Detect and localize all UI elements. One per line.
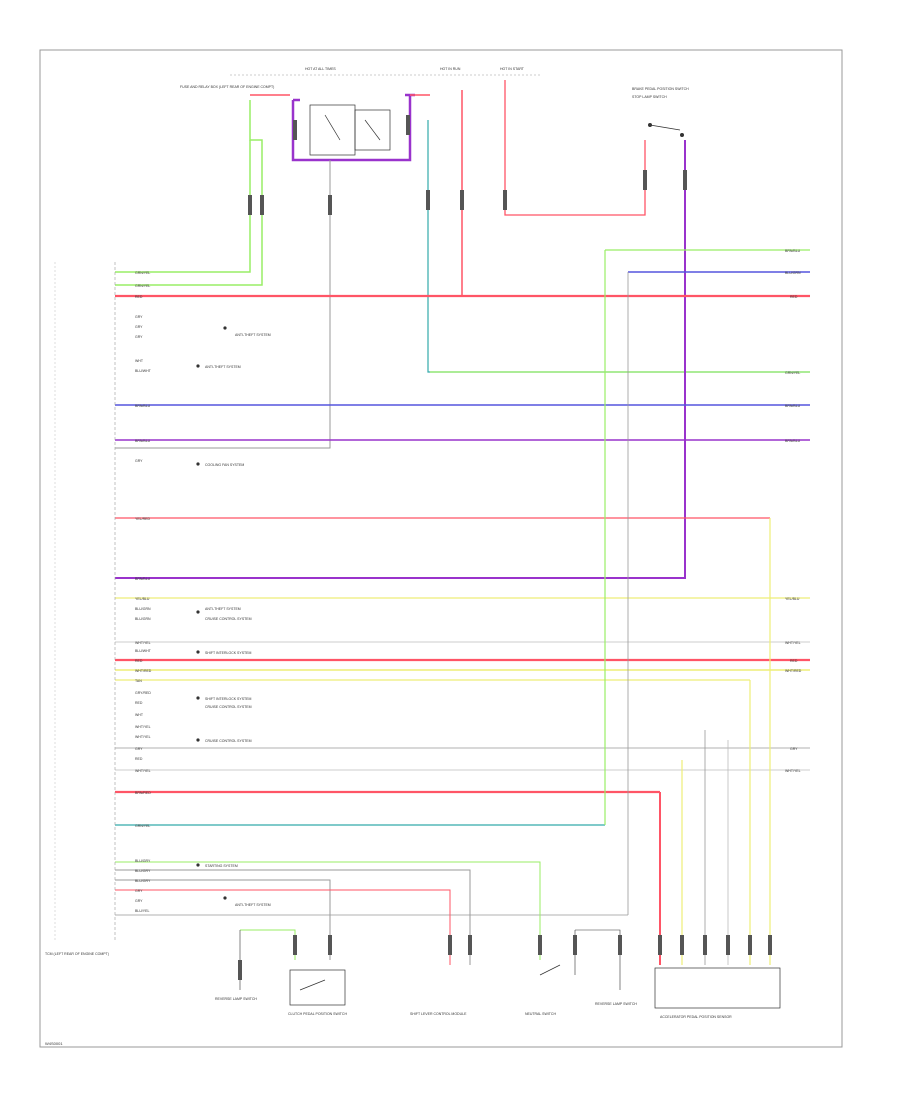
svg-text:REVERSE LAMP SWITCH: REVERSE LAMP SWITCH (595, 1002, 637, 1006)
svg-text:ACCELERATOR PEDAL POSITION SEN: ACCELERATOR PEDAL POSITION SENSOR (660, 1015, 732, 1019)
svg-text:BRN/BLU: BRN/BLU (135, 577, 151, 581)
svg-text:GRY/RED: GRY/RED (135, 691, 151, 695)
svg-text:WHT/YEL: WHT/YEL (135, 769, 151, 773)
svg-text:SHIFT LEVER CONTROL MODULE: SHIFT LEVER CONTROL MODULE (410, 1012, 467, 1016)
svg-text:BRN/BLU: BRN/BLU (785, 404, 801, 408)
svg-text:BLU/WHT: BLU/WHT (135, 369, 152, 373)
svg-text:RED: RED (135, 757, 143, 761)
svg-text:ANTI-THEFT SYSTEM: ANTI-THEFT SYSTEM (235, 903, 271, 907)
svg-text:BLU/GRY: BLU/GRY (135, 859, 151, 863)
svg-text:GRY: GRY (135, 325, 143, 329)
svg-text:BLU/GRY: BLU/GRY (135, 879, 151, 883)
right-component-2: STOP LAMP SWITCH (632, 95, 667, 99)
bottom-component-labels: REVERSE LAMP SWITCH CLUTCH PEDAL POSITIO… (215, 997, 732, 1019)
svg-text:WHT/RED: WHT/RED (135, 669, 152, 673)
fuse-box-label: FUSE AND RELAY BOX (LEFT REAR OF ENGINE … (180, 85, 274, 89)
svg-text:GRY: GRY (135, 459, 143, 463)
svg-text:BRN/BLU: BRN/BLU (785, 439, 801, 443)
svg-text:BLU/YEL: BLU/YEL (135, 909, 149, 913)
svg-text:RED: RED (135, 295, 143, 299)
svg-text:SHIFT INTERLOCK SYSTEM: SHIFT INTERLOCK SYSTEM (205, 651, 251, 655)
svg-text:BRN/BLU: BRN/BLU (135, 439, 151, 443)
left-wire-labels: GRN/YEL GRN/YEL RED GRY GRY GRY WHT BLU/… (135, 271, 152, 913)
svg-text:WHT/YEL: WHT/YEL (135, 725, 151, 729)
footer-id: W4S0001 (45, 1041, 63, 1046)
svg-text:CRUISE CONTROL SYSTEM: CRUISE CONTROL SYSTEM (205, 617, 252, 621)
svg-text:GRY: GRY (135, 889, 143, 893)
svg-text:WHT/YEL: WHT/YEL (135, 735, 151, 739)
svg-text:CLUTCH PEDAL POSITION SWITCH: CLUTCH PEDAL POSITION SWITCH (288, 1012, 347, 1016)
accelerator-sensor-box (654, 967, 781, 1009)
svg-text:CRUISE CONTROL SYSTEM: CRUISE CONTROL SYSTEM (205, 739, 252, 743)
svg-text:WHT/YEL: WHT/YEL (785, 769, 801, 773)
svg-text:BRN/BLU: BRN/BLU (785, 249, 801, 253)
svg-text:GRY: GRY (135, 899, 143, 903)
svg-text:YEL/BLU: YEL/BLU (135, 597, 150, 601)
svg-text:BRN/BLU: BRN/BLU (135, 404, 151, 408)
fuse-relay-box (230, 74, 540, 162)
svg-text:CRUISE CONTROL SYSTEM: CRUISE CONTROL SYSTEM (205, 705, 252, 709)
svg-text:GRY: GRY (135, 747, 143, 751)
svg-text:RED: RED (135, 659, 143, 663)
hot-run-label: HOT IN RUN (440, 67, 461, 71)
svg-text:RED: RED (790, 295, 798, 299)
svg-text:BLU/GRY: BLU/GRY (135, 869, 151, 873)
svg-text:WHT/YEL: WHT/YEL (135, 641, 151, 645)
svg-text:GRY: GRY (135, 315, 143, 319)
brake-switch (648, 123, 684, 137)
svg-text:TAN: TAN (135, 679, 142, 683)
svg-text:BLU/GRN: BLU/GRN (135, 607, 151, 611)
svg-text:GRN/YEL: GRN/YEL (135, 271, 150, 275)
svg-text:BLU/WHT: BLU/WHT (135, 649, 152, 653)
svg-text:GRN/YEL: GRN/YEL (135, 284, 150, 288)
svg-text:SHIFT INTERLOCK SYSTEM: SHIFT INTERLOCK SYSTEM (205, 697, 251, 701)
system-refs: ANTI-THEFT SYSTEM ANTI-THEFT SYSTEM COOL… (205, 333, 271, 907)
clutch-switch-box (289, 969, 346, 1006)
svg-text:GRN/YEL: GRN/YEL (135, 824, 150, 828)
svg-text:WHT: WHT (135, 713, 144, 717)
svg-text:GRN/YEL: GRN/YEL (785, 371, 800, 375)
tcm-label: TCM (LEFT REAR OF ENGINE COMPT) (45, 952, 109, 956)
svg-text:WHT/YEL: WHT/YEL (785, 641, 801, 645)
diagram-frame (39, 49, 843, 1048)
svg-text:GRY: GRY (135, 335, 143, 339)
svg-text:ANTI-THEFT SYSTEM: ANTI-THEFT SYSTEM (205, 365, 241, 369)
svg-text:RED: RED (790, 659, 798, 663)
svg-text:GRY: GRY (790, 747, 798, 751)
svg-text:WHT/RED: WHT/RED (785, 669, 802, 673)
svg-text:STARTING SYSTEM: STARTING SYSTEM (205, 864, 238, 868)
harness-wires (115, 249, 810, 965)
hot-start-label: HOT IN START (500, 67, 525, 71)
svg-text:ANTI-THEFT SYSTEM: ANTI-THEFT SYSTEM (235, 333, 271, 337)
right-component-1: BRAKE PEDAL POSITION SWITCH (632, 87, 689, 91)
right-wire-labels: BRN/BLU BLU/GRN RED GRN/YEL BRN/BLU BRN/… (785, 249, 802, 773)
svg-text:ANTI-THEFT SYSTEM: ANTI-THEFT SYSTEM (205, 607, 241, 611)
svg-text:RED: RED (135, 701, 143, 705)
svg-text:WHT: WHT (135, 359, 144, 363)
svg-text:YEL/RED: YEL/RED (135, 517, 150, 521)
svg-text:BLU/GRN: BLU/GRN (135, 617, 151, 621)
svg-text:BLU/GRN: BLU/GRN (785, 271, 801, 275)
svg-text:COOLING FAN SYSTEM: COOLING FAN SYSTEM (205, 463, 244, 467)
hot-all-times-label: HOT AT ALL TIMES (305, 67, 336, 71)
svg-text:NEUTRAL SWITCH: NEUTRAL SWITCH (525, 1012, 556, 1016)
svg-text:REVERSE LAMP SWITCH: REVERSE LAMP SWITCH (215, 997, 257, 1001)
svg-text:YEL/BLU: YEL/BLU (785, 597, 800, 601)
svg-text:BRN/RED: BRN/RED (135, 791, 151, 795)
